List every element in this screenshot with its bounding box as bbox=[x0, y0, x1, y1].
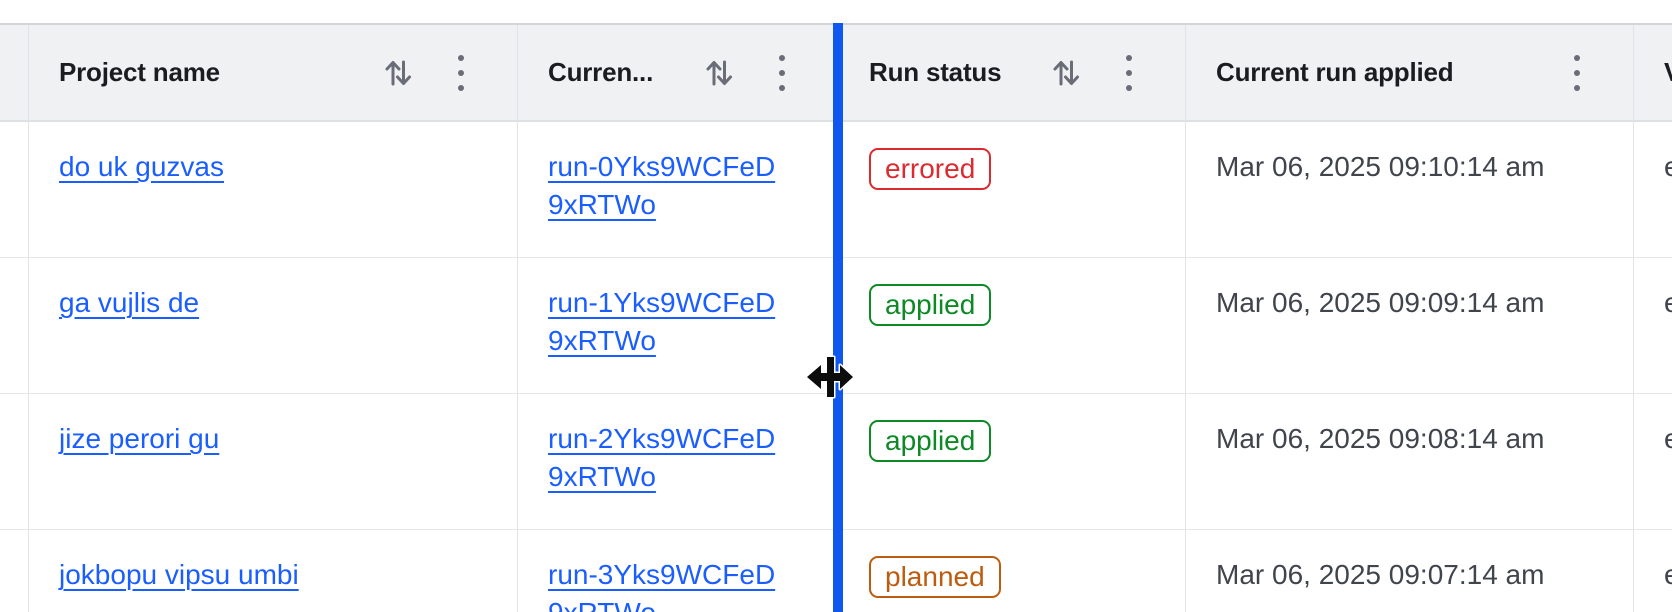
header-cell-clipped-column: V bbox=[1633, 25, 1672, 120]
sort-icon bbox=[706, 60, 732, 85]
project-link[interactable]: jize perori gu bbox=[59, 423, 220, 454]
header-cell-run-status: Run status bbox=[838, 25, 1185, 120]
sort-icon bbox=[1053, 60, 1079, 85]
project-name-cell: jokbopu vipsu umbi bbox=[28, 530, 517, 612]
header-cell-current-run: Curren... bbox=[517, 25, 838, 120]
leading-spacer-cell bbox=[0, 122, 28, 257]
project-name-cell: ga vujlis de bbox=[28, 258, 517, 393]
clipped-cell: e bbox=[1633, 258, 1672, 393]
column-menu-button[interactable] bbox=[1125, 54, 1133, 92]
leading-spacer-cell bbox=[0, 394, 28, 529]
sort-button[interactable] bbox=[1052, 55, 1080, 91]
current-run-applied-cell: Mar 06, 2025 09:09:14 am bbox=[1185, 258, 1633, 393]
status-badge: errored bbox=[869, 148, 992, 190]
project-link[interactable]: do uk guzvas bbox=[59, 151, 224, 182]
project-link[interactable]: jokbopu vipsu umbi bbox=[59, 559, 299, 590]
kebab-menu-icon bbox=[1126, 54, 1132, 91]
column-resize-indicator-line[interactable] bbox=[833, 23, 843, 612]
project-link[interactable]: ga vujlis de bbox=[59, 287, 200, 318]
run-status-cell: planned bbox=[838, 530, 1185, 612]
status-badge: applied bbox=[869, 284, 992, 326]
leading-spacer-cell bbox=[0, 258, 28, 393]
run-status-cell: applied bbox=[838, 258, 1185, 393]
sort-icon bbox=[385, 60, 411, 85]
header-cell-leading-spacer bbox=[0, 25, 28, 120]
sort-button[interactable] bbox=[705, 55, 733, 91]
column-label-project-name: Project name bbox=[59, 57, 220, 87]
run-status-cell: applied bbox=[838, 394, 1185, 529]
current-run-applied-cell: Mar 06, 2025 09:10:14 am bbox=[1185, 122, 1633, 257]
column-label-run-status: Run status bbox=[869, 57, 1002, 87]
clipped-cell: e bbox=[1633, 122, 1672, 257]
page-background-strip bbox=[0, 0, 1672, 23]
column-menu-button[interactable] bbox=[778, 54, 786, 92]
current-run-cell: run-3Yks9WCFeD9xRTWo bbox=[517, 530, 838, 612]
column-label-clipped: V bbox=[1664, 57, 1672, 88]
current-run-applied-cell: Mar 06, 2025 09:08:14 am bbox=[1185, 394, 1633, 529]
project-name-cell: jize perori gu bbox=[28, 394, 517, 529]
run-link[interactable]: run-3Yks9WCFeD9xRTWo bbox=[548, 559, 776, 612]
column-menu-button[interactable] bbox=[1573, 54, 1581, 92]
column-label-current-run-applied: Current run applied bbox=[1216, 57, 1454, 87]
kebab-menu-icon bbox=[1574, 54, 1580, 91]
status-badge: planned bbox=[869, 556, 1001, 598]
project-name-cell: do uk guzvas bbox=[28, 122, 517, 257]
clipped-cell: e bbox=[1633, 394, 1672, 529]
column-label-current-run: Curren... bbox=[548, 57, 654, 87]
column-menu-button[interactable] bbox=[457, 54, 465, 92]
run-status-cell: errored bbox=[838, 122, 1185, 257]
clipped-cell: e bbox=[1633, 530, 1672, 612]
header-cell-current-run-applied: Current run applied bbox=[1185, 25, 1633, 120]
current-run-applied-cell: Mar 06, 2025 09:07:14 am bbox=[1185, 530, 1633, 612]
sort-button[interactable] bbox=[384, 55, 412, 91]
leading-spacer-cell bbox=[0, 530, 28, 612]
header-cell-project-name: Project name bbox=[28, 25, 517, 120]
kebab-menu-icon bbox=[779, 54, 785, 91]
kebab-menu-icon bbox=[458, 54, 464, 91]
status-badge: applied bbox=[869, 420, 992, 462]
